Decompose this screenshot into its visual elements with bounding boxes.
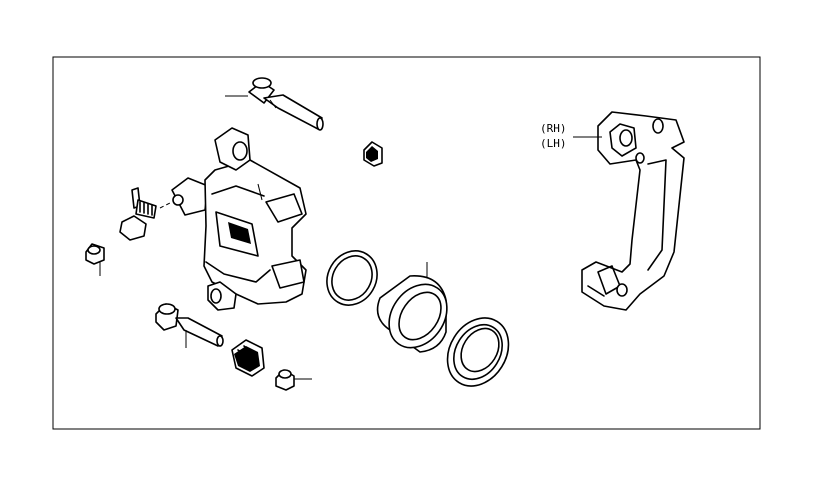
bleeder-cap bbox=[85, 243, 105, 276]
mounting-bracket bbox=[581, 111, 685, 311]
piston bbox=[376, 262, 448, 353]
guide-pin-lower bbox=[155, 303, 224, 348]
bushing-large bbox=[231, 339, 265, 377]
diagram-frame bbox=[52, 56, 761, 430]
dust-boot bbox=[446, 317, 510, 387]
guide-pin-upper bbox=[225, 77, 324, 131]
bleeder-screw bbox=[119, 187, 173, 241]
label-rh: (RH) bbox=[540, 122, 567, 135]
piston-seal bbox=[326, 250, 378, 306]
label-lh: (LH) bbox=[540, 137, 567, 150]
bushing-small bbox=[363, 141, 383, 167]
caliper-body bbox=[171, 127, 307, 311]
side-labels: (RH) (LH) bbox=[540, 122, 602, 150]
bolt-small bbox=[275, 369, 312, 391]
